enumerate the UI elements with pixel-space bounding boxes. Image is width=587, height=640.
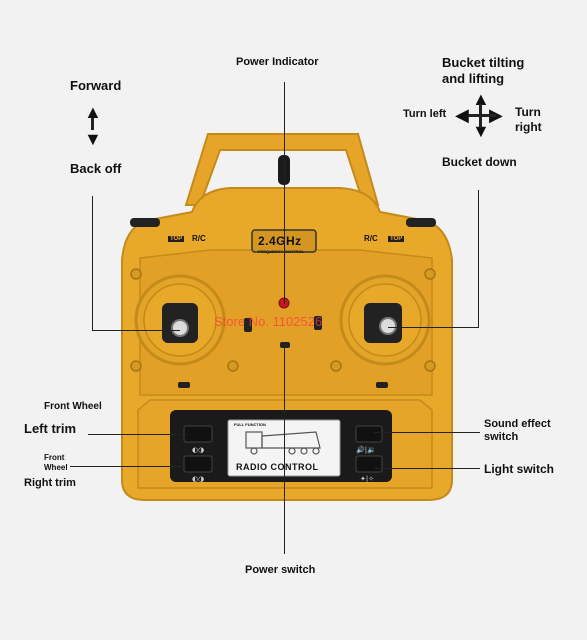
power-indicator-label: Power Indicator bbox=[236, 56, 319, 68]
left-trim-button bbox=[183, 425, 213, 443]
svg-text:✦|✧: ✦|✧ bbox=[360, 475, 374, 483]
screen-tag: FULL FUNCTION bbox=[234, 422, 266, 427]
turn-label: Turn bbox=[515, 105, 541, 119]
left-shoulder bbox=[130, 218, 160, 227]
left-stick bbox=[171, 319, 189, 337]
frequency-label: 2.4GHz bbox=[258, 234, 302, 248]
dpad-down-arrow-icon: ▼ bbox=[472, 121, 490, 141]
down-arrow-icon: ▼ bbox=[84, 129, 102, 149]
right-label: right bbox=[515, 120, 542, 134]
badge-top-right: TOP bbox=[388, 236, 405, 242]
sound-button bbox=[355, 425, 383, 443]
left-horizontal-line bbox=[92, 330, 180, 331]
svg-text:◐◑: ◐◑ bbox=[192, 446, 204, 454]
badge-left: R/C bbox=[192, 234, 206, 243]
wheel-small-label: Wheel bbox=[44, 463, 68, 472]
bucket-tilting-label: Bucket tilting bbox=[442, 55, 525, 70]
forward-label: Forward bbox=[70, 78, 122, 93]
dpad-left-arrow-icon: ◀ bbox=[455, 105, 469, 125]
store-watermark: Store No. 1102526 bbox=[214, 314, 323, 329]
truck-graphic bbox=[245, 431, 321, 455]
up-arrow-icon: ▲ bbox=[84, 102, 102, 122]
back-off-label: Back off bbox=[70, 161, 122, 176]
frequency-sub: FREQUENCY CONTROL bbox=[258, 249, 304, 254]
switch-label: switch bbox=[484, 431, 519, 443]
screen-title: RADIO CONTROL bbox=[236, 462, 319, 472]
power-switch-label: Power switch bbox=[245, 564, 316, 576]
right-stick bbox=[379, 317, 397, 335]
svg-text:🔊|🔉: 🔊|🔉 bbox=[356, 445, 376, 454]
right-vertical-line bbox=[478, 190, 479, 328]
bucket-down-label: Bucket down bbox=[442, 155, 517, 169]
light-line bbox=[374, 468, 480, 469]
badge-top-left: TOP bbox=[168, 236, 185, 242]
left-trim-line bbox=[88, 434, 188, 435]
left-vertical-line bbox=[92, 196, 93, 330]
svg-text:◐◑: ◐◑ bbox=[192, 475, 204, 483]
sound-line bbox=[374, 432, 480, 433]
light-switch-label: Light switch bbox=[484, 462, 554, 476]
right-trim-button bbox=[183, 455, 213, 473]
front-wheel-label: Front Wheel bbox=[44, 401, 102, 412]
sound-effect-label: Sound effect bbox=[484, 418, 551, 430]
dpad-up-arrow-icon: ▲ bbox=[472, 89, 490, 109]
and-lifting-label: and lifting bbox=[442, 71, 505, 86]
right-trim-line bbox=[70, 466, 186, 467]
power-switch-line bbox=[284, 346, 285, 554]
right-shoulder bbox=[406, 218, 436, 227]
badge-right: R/C bbox=[364, 234, 378, 243]
turn-left-label: Turn left bbox=[403, 108, 447, 120]
right-trim-label: Right trim bbox=[24, 477, 76, 489]
left-trim-label: Left trim bbox=[24, 421, 76, 436]
right-horizontal-line bbox=[388, 327, 479, 328]
light-button bbox=[355, 455, 383, 473]
power-indicator-line bbox=[284, 82, 285, 304]
front-small-label: Front bbox=[44, 453, 65, 462]
